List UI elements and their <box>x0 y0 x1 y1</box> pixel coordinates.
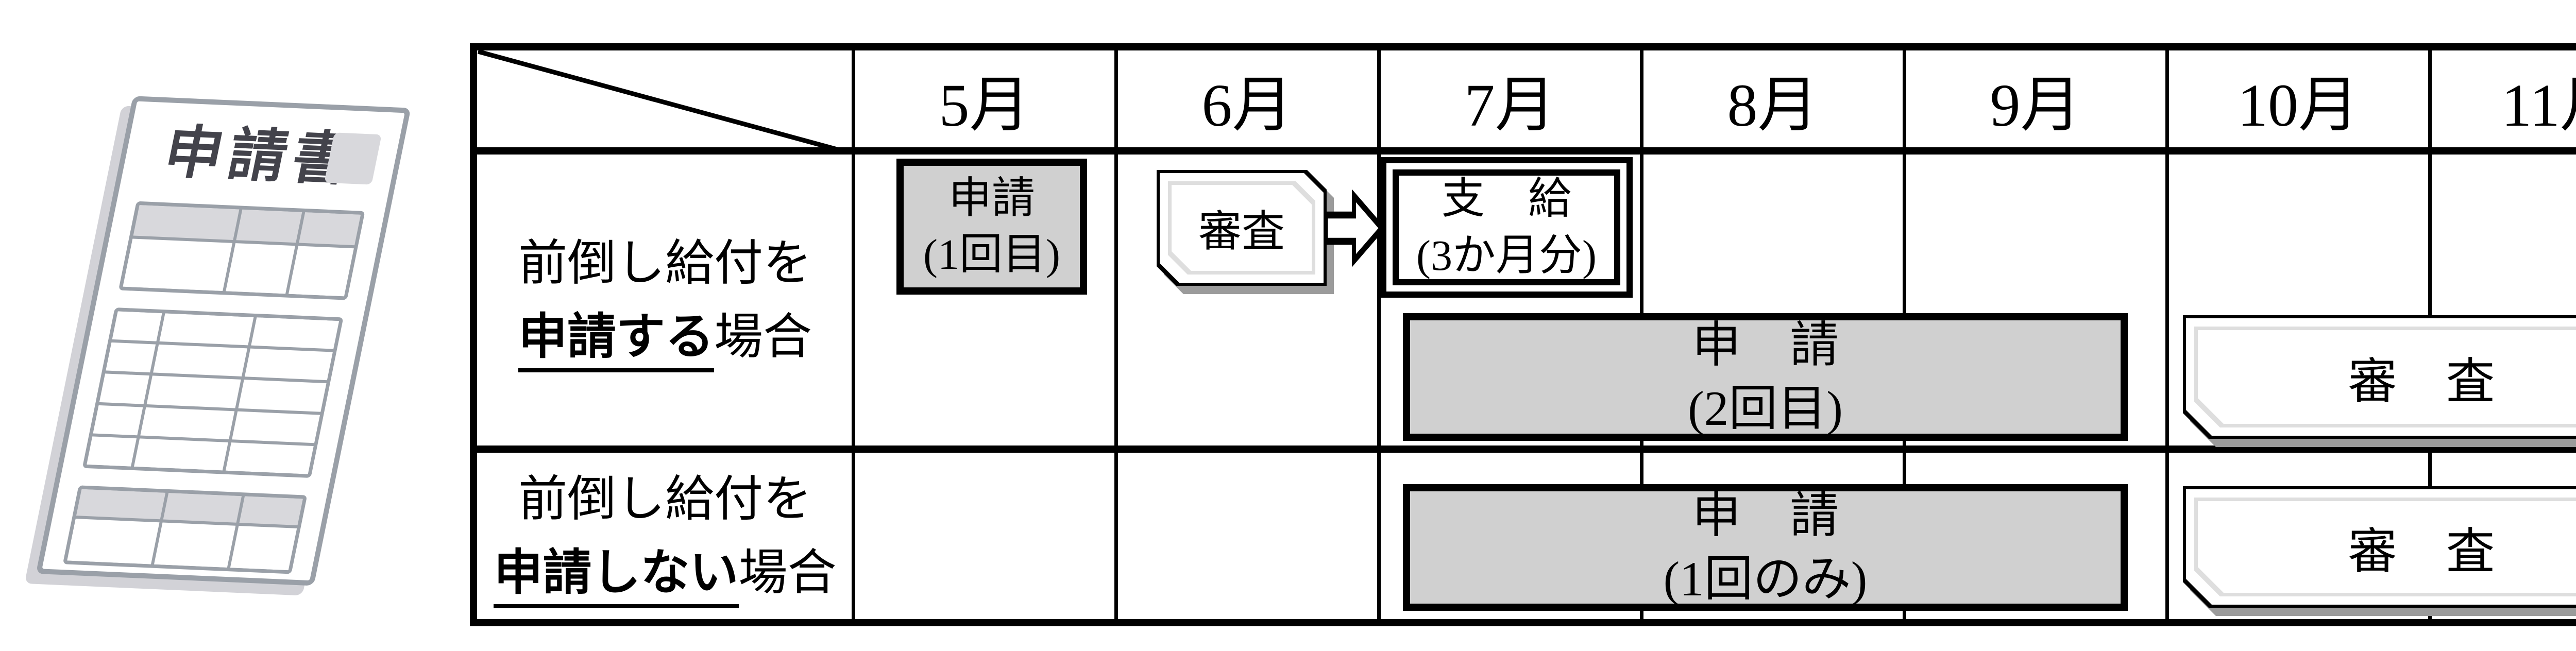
row-label-apply: 前倒し給付を 申請する場合 <box>477 155 853 446</box>
diagonal-line <box>477 50 853 155</box>
row-label-suffix: 場合 <box>714 309 812 364</box>
row-label-line1: 前倒し給付を <box>518 472 812 526</box>
row-separator-line <box>477 446 2576 453</box>
month-header-7: 7月 <box>1464 71 1556 139</box>
row-label-emphasis: 申請する <box>518 309 714 372</box>
apply-box-second: 申 請 (2回目) <box>1403 313 2128 441</box>
schedule-table: 5月 6月 7月 8月 9月 10月 11月 12月 1月 前倒し給付を 申請す… <box>470 43 2576 626</box>
row-label-emphasis: 申請しない <box>494 545 739 608</box>
row-label-line1: 前倒し給付を <box>518 236 812 290</box>
row-label-line2: 申請しない場合 <box>494 536 837 610</box>
grid-line <box>1377 50 1381 619</box>
month-header-8: 8月 <box>1727 71 1819 139</box>
grid-line <box>1114 50 1118 619</box>
review-box-wide: 審 査 <box>2183 486 2576 608</box>
row-label-suffix: 場合 <box>738 545 837 600</box>
month-header-5: 5月 <box>939 71 1030 139</box>
form-grid-block-top <box>118 201 365 300</box>
flow-arrow-icon <box>1324 190 1384 267</box>
month-header-9: 9月 <box>1990 71 2081 139</box>
illustration-header: 申請書 <box>139 120 382 199</box>
form-grid-block-bottom <box>62 485 308 574</box>
application-form-illustration: 申請書 <box>36 96 411 586</box>
grid-line <box>2165 50 2169 619</box>
month-header-6: 6月 <box>1201 71 1293 139</box>
form-grid-block-middle <box>82 307 344 478</box>
pay-box-3months: 支 給 (3か月分) <box>1380 157 1633 298</box>
row-label-no-apply: 前倒し給付を 申請しない場合 <box>477 453 853 619</box>
apply-box-once: 申 請 (1回のみ) <box>1403 484 2128 611</box>
stamp-square-icon <box>324 132 382 185</box>
grid-line <box>852 50 855 619</box>
month-header-11: 11月 <box>2501 71 2576 139</box>
month-header-10: 10月 <box>2237 71 2359 139</box>
row-label-line2: 申請する場合 <box>518 300 812 374</box>
apply-box-first: 申請 (1回目) <box>896 159 1087 295</box>
review-box-small: 審査 <box>1157 170 1327 286</box>
review-box-wide: 審 査 <box>2183 315 2576 439</box>
header-separator-line <box>477 147 2576 155</box>
